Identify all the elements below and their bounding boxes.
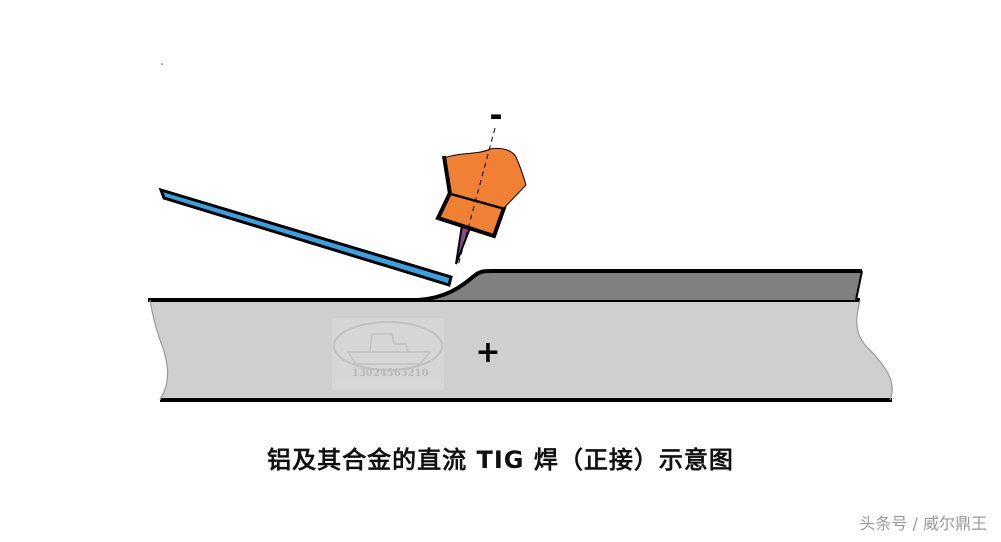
filler-rod <box>158 187 453 287</box>
torch-outline-left <box>442 155 452 195</box>
workpiece-plate <box>150 300 893 400</box>
diagram-caption: 铝及其合金的直流 TIG 焊（正接）示意图 <box>267 446 734 474</box>
tungsten-electrode <box>455 223 472 265</box>
watermark-logo <box>332 318 444 390</box>
workpiece-polarity-label: + <box>475 335 500 370</box>
workpiece-left-break <box>149 299 169 401</box>
weld-bead <box>420 271 862 300</box>
workpiece-right-break <box>856 299 893 401</box>
weld-bead-end <box>855 270 863 301</box>
electrode-axis-line <box>457 127 496 267</box>
watermark-phone-text: 13024563210 <box>352 368 429 379</box>
torch-head <box>443 147 527 209</box>
stray-dot <box>161 63 163 65</box>
electrode-polarity-label: - <box>489 96 502 134</box>
weld-bead-outline <box>417 269 862 302</box>
source-credit: 头条号 / 威尔鼎王 <box>859 514 987 533</box>
